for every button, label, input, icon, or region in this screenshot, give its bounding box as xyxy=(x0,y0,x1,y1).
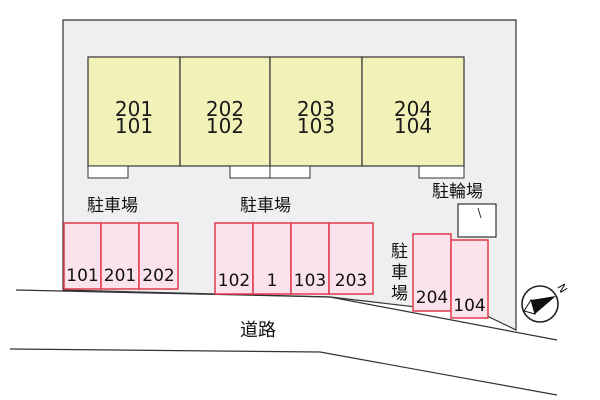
parking-space-label: 201 xyxy=(103,266,137,286)
road-edge-upper-right xyxy=(329,296,558,341)
road-edge-lower xyxy=(9,348,321,353)
building-unit-upper: 202 xyxy=(205,97,245,121)
entrance-step-2 xyxy=(229,165,271,179)
building-unit-lower: 102 xyxy=(205,114,245,138)
road-label: 道路 xyxy=(240,320,276,341)
parking-space-label: 104 xyxy=(453,296,486,316)
building-unit-upper: 203 xyxy=(296,97,336,121)
bicycle-parking-mark xyxy=(477,207,482,219)
building-3 xyxy=(269,56,363,167)
parking-space xyxy=(63,222,102,290)
building-4 xyxy=(361,56,465,167)
parking-space-label: 103 xyxy=(293,271,327,291)
parking-space xyxy=(100,222,140,290)
parking-space-label: 202 xyxy=(142,266,175,286)
bicycle-parking-label: 駐輪場 xyxy=(432,182,483,202)
parking-space xyxy=(412,233,452,312)
building-1 xyxy=(87,56,181,167)
parking-space xyxy=(328,222,374,295)
north-arrow-icon xyxy=(521,285,559,323)
bicycle-parking-box xyxy=(457,203,497,238)
building-unit-lower: 104 xyxy=(393,114,433,138)
parking-area-title: 駐車場 xyxy=(240,196,291,216)
parking-space xyxy=(138,222,179,290)
parking-space-label: 204 xyxy=(415,288,449,308)
parking-space xyxy=(450,239,489,319)
parking-space-label: 1 xyxy=(266,271,278,291)
entrance-step-3 xyxy=(269,165,311,179)
building-unit-lower: 103 xyxy=(296,114,336,138)
parking-space xyxy=(252,222,292,295)
building-unit-upper: 204 xyxy=(393,97,433,121)
parking-space-label: 101 xyxy=(66,266,99,286)
road-edge-lower-right xyxy=(319,351,558,396)
parking-space-label: 102 xyxy=(217,271,251,291)
parking-area-title: 駐車場 xyxy=(87,196,138,216)
parking-space xyxy=(290,222,330,295)
entrance-step-4 xyxy=(418,165,465,179)
building-unit-upper: 201 xyxy=(114,97,154,121)
parking-space-label: 203 xyxy=(334,271,368,291)
entrance-step-1 xyxy=(87,165,129,179)
parking-space xyxy=(214,222,254,295)
parking-area-title: 駐車場 xyxy=(387,242,407,305)
building-unit-lower: 101 xyxy=(114,114,154,138)
road-edge-upper xyxy=(15,289,331,298)
